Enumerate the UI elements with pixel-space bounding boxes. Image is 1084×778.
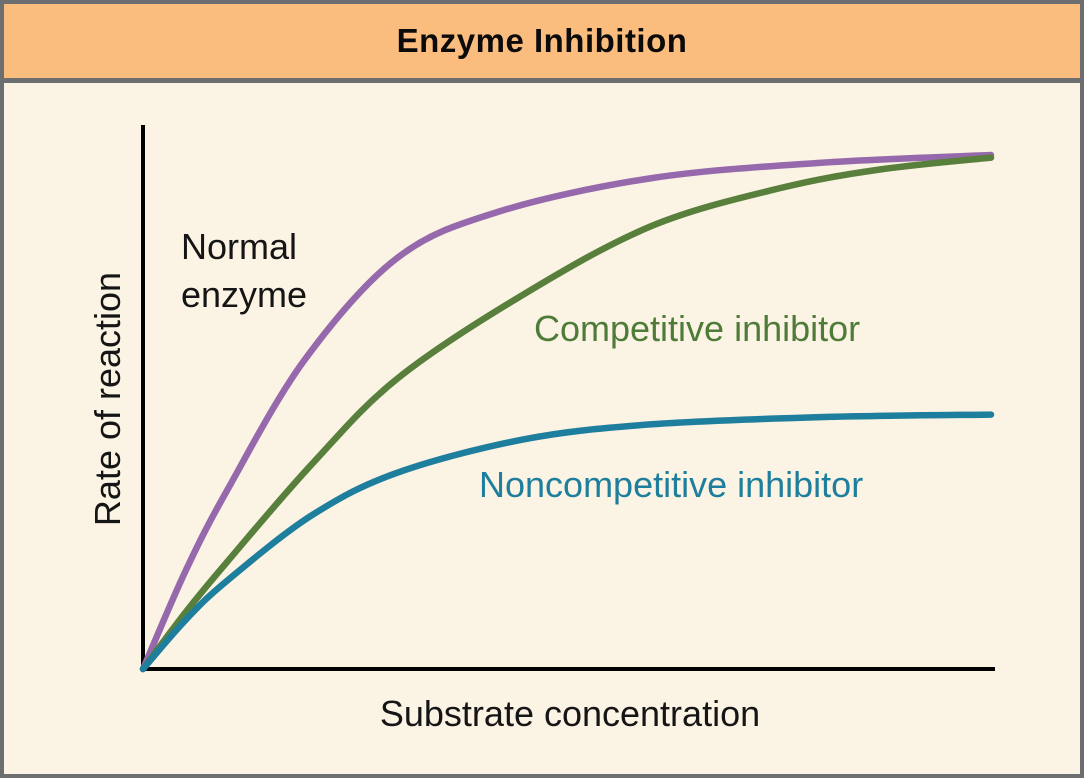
figure-title: Enzyme Inhibition (396, 22, 688, 59)
y-axis-label: Rate of reaction (87, 271, 128, 527)
label-normal-enzyme: Normal enzyme (181, 226, 308, 315)
label-competitive-inhibitor: Competitive inhibitor (534, 308, 861, 349)
chart-panel: Normal enzyme Competitive inhibitor Nonc… (4, 83, 1080, 769)
label-noncompetitive-inhibitor: Noncompetitive inhibitor (479, 464, 864, 505)
curve-normal-enzyme (139, 151, 995, 673)
x-axis-label: Substrate concentration (379, 693, 761, 734)
curve-competitive-inhibitor (139, 154, 995, 673)
enzyme-inhibition-chart (139, 125, 995, 673)
title-bar: Enzyme Inhibition (4, 4, 1080, 83)
curve-noncompetitive-inhibitor (139, 411, 995, 673)
